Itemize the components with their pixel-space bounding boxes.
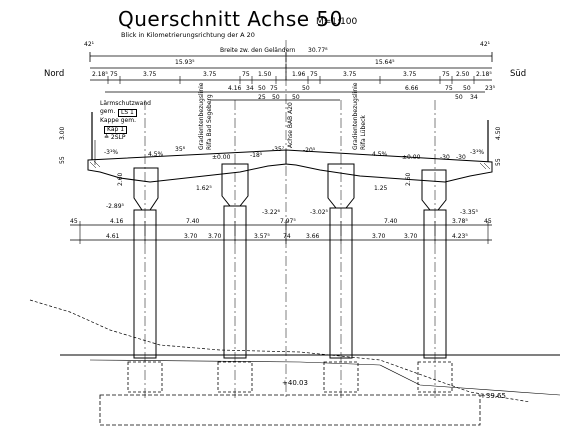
- kap-sub: ≙ 2SLP: [104, 134, 126, 141]
- pier-heads: [133, 163, 447, 211]
- foundations: [99, 361, 481, 426]
- slope-label: -3¹%: [104, 149, 119, 156]
- overall-dim-label: Breite zw. den Geländern: [220, 47, 296, 54]
- height-dim: 3.00: [59, 126, 66, 140]
- pier-slope: -3.35⁵: [460, 209, 478, 216]
- pier-slope: -2.89⁵: [106, 203, 124, 210]
- lower-dim: 3.70: [184, 233, 198, 240]
- sub-dim: 75: [445, 85, 453, 92]
- sub-dim: 50: [302, 85, 310, 92]
- sub-dim: 75: [270, 85, 278, 92]
- lane-dim: 2.50: [456, 71, 470, 78]
- side-label-left: Nord: [44, 69, 65, 79]
- slope-label: 35⁸: [175, 146, 186, 153]
- elevation-label: +39.65: [480, 392, 506, 400]
- lower-dim: 3.78⁵: [452, 218, 468, 225]
- lower-dim: 3.57⁵: [254, 233, 270, 240]
- elevation-label: +40.03: [282, 379, 308, 387]
- sub-dim: 23⁵: [485, 85, 496, 92]
- lane-dim: 75: [310, 71, 318, 78]
- noise-wall-label: Lärmschutzwand: [100, 100, 151, 107]
- pier-slope: -3.02⁵: [310, 209, 328, 216]
- height-dim: 55: [59, 156, 66, 164]
- lower-dim: 45: [70, 218, 78, 225]
- lane-dim: 75: [242, 71, 250, 78]
- edge-dim-left: 42¹: [84, 41, 95, 48]
- lower-dim: 3.70: [372, 233, 386, 240]
- overall-dim-value: 30.77⁸: [308, 47, 328, 54]
- sub-dim: 25: [258, 94, 266, 101]
- slope-label: -20⁵: [303, 147, 316, 154]
- side-label-right: Süd: [510, 69, 527, 79]
- lower-dim: 3.66: [306, 233, 320, 240]
- lower-dim: 4.23⁵: [452, 233, 468, 240]
- lower-dim: 7.40: [186, 218, 200, 225]
- sub-dim: 34: [470, 94, 478, 101]
- slope-label: ±0.00: [212, 154, 231, 161]
- lower-dim: 74: [283, 233, 291, 240]
- lane-dim: 2.18⁵: [92, 71, 108, 78]
- half-dim-left: 15.93⁵: [175, 59, 195, 66]
- pier-slope: -3.22⁶: [262, 209, 280, 216]
- edge-dim-right: 42¹: [480, 41, 491, 48]
- bearing-dim: 1.62⁵: [196, 185, 212, 192]
- axis-label-3: Gradientenbezugslinie: [352, 82, 359, 151]
- ls-badge: LS 1: [118, 109, 137, 117]
- sub-dim: 34: [246, 85, 254, 92]
- height-dim: 2.60: [405, 172, 412, 186]
- bearing-dim: 1.25: [374, 185, 388, 192]
- half-dim-right: 15.64⁵: [375, 59, 395, 66]
- axis-label-1-sub: Rifa Bad Segeberg: [206, 94, 213, 150]
- lower-dim: 3.70: [404, 233, 418, 240]
- lane-dim: 2.18⁵: [476, 71, 492, 78]
- axis-label-2: Achse BAB A20: [287, 102, 294, 148]
- sub-dim: 4.16: [228, 85, 242, 92]
- slope-label: 4.5%: [148, 151, 164, 158]
- height-dim: 55: [495, 158, 502, 166]
- lane-dim: 75: [442, 71, 450, 78]
- lower-dim: 4.61: [106, 233, 120, 240]
- drawing-subtitle: Blick in Kilometrierungsrichtung der A 2…: [121, 31, 255, 39]
- lane-dim: 3.75: [143, 71, 157, 78]
- slope-label: 4.5%: [372, 151, 388, 158]
- axis-label-1: Gradientenbezugslinie: [198, 82, 205, 151]
- sub-dim: 50: [272, 94, 280, 101]
- drawing-scale: M=1:100: [316, 17, 358, 27]
- slope-label: -3¹%: [470, 149, 485, 156]
- lower-dim: 3.70: [208, 233, 222, 240]
- slope-label: -30: [440, 154, 450, 161]
- sub-dim: 6.66: [405, 85, 419, 92]
- lower-dim: 7.97⁵: [280, 218, 296, 225]
- slope-label: -35⁷: [272, 146, 285, 153]
- columns: [133, 205, 447, 359]
- lane-dim: 3.75: [403, 71, 417, 78]
- deck-right: [285, 149, 493, 183]
- sub-dim: 50: [292, 94, 300, 101]
- height-dim: 4.50: [495, 126, 502, 140]
- terrain-line: [29, 299, 531, 403]
- sub-dim: 50: [463, 85, 471, 92]
- drawing-title: Querschnitt Achse 50: [118, 7, 343, 31]
- slope-label: ±0.00: [402, 154, 421, 161]
- kap-badge: Kap 1: [104, 126, 128, 134]
- slope-label: -18⁵: [250, 152, 263, 159]
- sub-dim: 50: [258, 85, 266, 92]
- lower-dim: 45: [484, 218, 492, 225]
- lane-dim: 3.75: [203, 71, 217, 78]
- lane-dim: 1.50: [258, 71, 272, 78]
- height-dim: 2.60: [117, 172, 124, 186]
- lane-dim: 3.75: [343, 71, 357, 78]
- lane-dim: 1.96: [292, 71, 306, 78]
- lower-dim: 7.40: [384, 218, 398, 225]
- sub-dim: 50: [455, 94, 463, 101]
- lane-dim: 75: [110, 71, 118, 78]
- kappe-label: Kappe gem.: [100, 117, 136, 124]
- axis-label-3-sub: Rifa Lübeck: [360, 115, 367, 150]
- slope-label: -30: [456, 154, 466, 161]
- lower-dim: 4.16: [110, 218, 124, 225]
- noise-wall-sub: gem.: [100, 108, 116, 115]
